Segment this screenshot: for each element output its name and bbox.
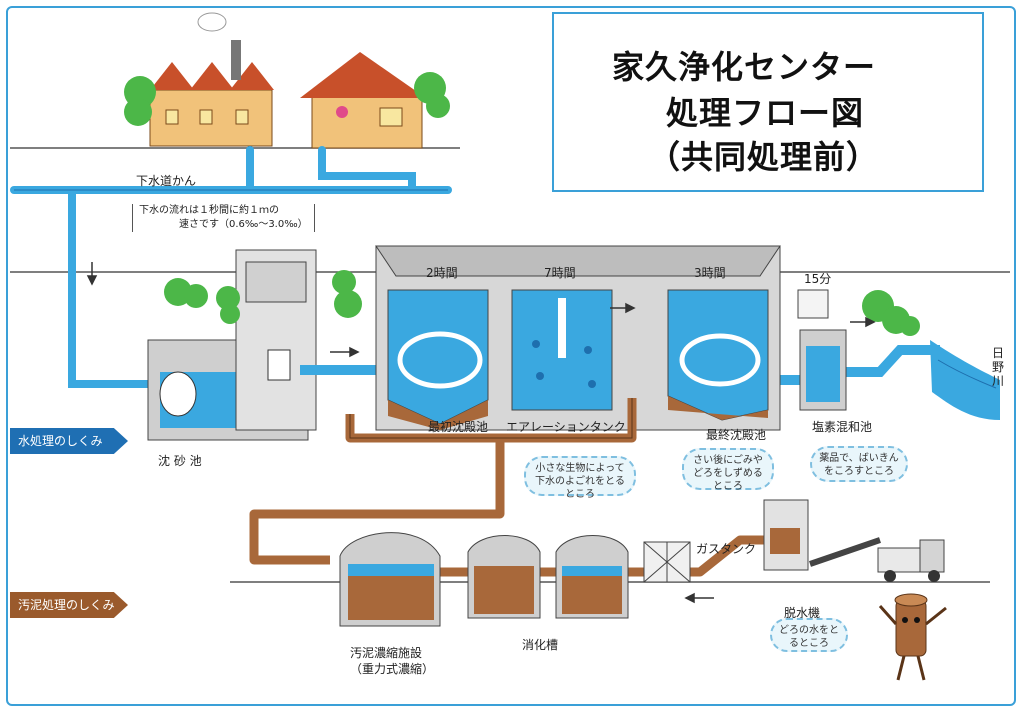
page-frame bbox=[6, 6, 1016, 706]
retention-time-final: 3時間 bbox=[694, 266, 726, 280]
chlorine-contact-tank bbox=[797, 289, 847, 411]
final-tank-note-cloud: さい後にごみやどろをしずめるところ bbox=[682, 448, 774, 492]
digester-label: 消化槽 bbox=[522, 638, 559, 652]
retention-time-chlorine: 15分 bbox=[804, 272, 832, 286]
water-process-tag: 水処理のしくみ bbox=[10, 428, 128, 454]
gas-tank-label: ガスタンク bbox=[696, 542, 757, 556]
final-tank-label: 最終沈殿池 bbox=[706, 428, 767, 442]
title-box: 家久浄化センター 処理フロー図 （共同処理前） bbox=[552, 12, 984, 192]
title-line-1: 家久浄化センター bbox=[612, 48, 877, 86]
final-settling-tank bbox=[667, 289, 769, 421]
aeration-tank-label: エアレーションタンク bbox=[506, 420, 626, 434]
factory-building bbox=[124, 12, 274, 147]
truck bbox=[877, 539, 945, 582]
primary-settling-tank bbox=[387, 289, 489, 430]
grit-chamber bbox=[147, 249, 317, 441]
river-label: 日野川 bbox=[992, 346, 1005, 388]
thickener-label: 汚泥濃縮施設 bbox=[350, 646, 423, 660]
grit-chamber-label: 沈 砂 池 bbox=[158, 454, 202, 468]
river bbox=[930, 340, 1000, 420]
flow-note-line-2: 速さです（0.6‰～3.0‰） bbox=[179, 219, 308, 230]
pipe-mascot bbox=[878, 593, 947, 681]
aeration-tank bbox=[511, 289, 613, 411]
gravity-thickener bbox=[339, 532, 441, 627]
aeration-note-cloud: 小さな生物によって下水のよごれをとるところ bbox=[524, 456, 636, 500]
dewatering-machine bbox=[763, 499, 881, 571]
dewatering-label: 脱水機 bbox=[784, 606, 821, 620]
title-line-2: 処理フロー図 bbox=[666, 94, 865, 132]
title-line-3: （共同処理前） bbox=[648, 138, 880, 176]
trees bbox=[164, 270, 920, 336]
primary-tank-label: 最初沈殿池 bbox=[428, 420, 489, 434]
sludge-process-tag: 汚泥処理のしくみ bbox=[10, 592, 128, 618]
thickener-type-label: （重力式濃縮） bbox=[350, 662, 435, 676]
chlorine-tank-label: 塩素混和池 bbox=[812, 420, 873, 434]
digester-tanks bbox=[467, 535, 629, 619]
retention-time-primary: 2時間 bbox=[426, 266, 458, 280]
chlorine-note-cloud: 薬品で、ばいきんをころすところ bbox=[810, 446, 908, 482]
sewer-pipe-label: 下水道かん bbox=[136, 174, 197, 188]
flow-note-line-1: 下水の流れは１秒間に約１ｍの bbox=[139, 205, 279, 216]
flow-speed-note: 下水の流れは１秒間に約１ｍの 速さです（0.6‰～3.0‰） bbox=[132, 204, 315, 232]
retention-time-aeration: 7時間 bbox=[544, 266, 576, 280]
house-building bbox=[300, 52, 450, 149]
dewatering-note-cloud: どろの水をとるところ bbox=[770, 618, 848, 652]
flow-arrows bbox=[86, 262, 876, 604]
gas-tank bbox=[643, 541, 691, 583]
